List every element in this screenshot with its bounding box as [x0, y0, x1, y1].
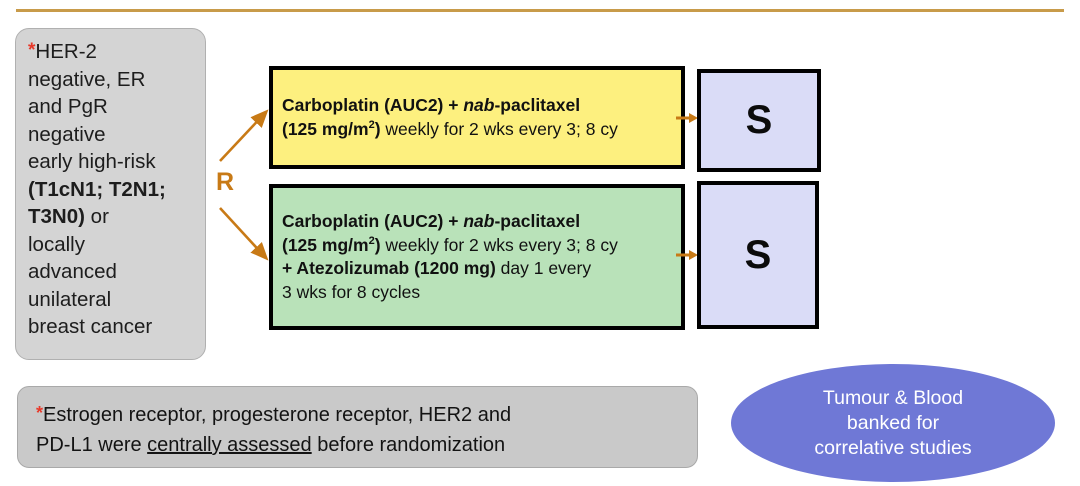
eligibility-line-5: early high-risk [28, 150, 156, 173]
arm-experimental-schedule: weekly for 2 wks every 3; 8 cy [385, 234, 618, 255]
eligibility-line-8: locally [28, 232, 85, 256]
treatment-arm-control: Carboplatin (AUC2) + nab-paclitaxel (125… [269, 66, 685, 169]
arm-control-text: Carboplatin (AUC2) + nab-paclitaxel (125… [282, 94, 618, 141]
randomization-label: R [216, 168, 235, 196]
arm-control-dose: (125 mg/m2) [282, 119, 385, 139]
footnote-line-2: PD-L1 were centrally assessed before ran… [36, 434, 505, 456]
surgery-box-control: S [697, 69, 821, 172]
footnote-line-2-post: before randomization [311, 434, 506, 456]
eligibility-stage-t3n0: T3N0) [28, 205, 85, 228]
arm-control-line-2: (125 mg/m2) weekly for 2 wks every 3; 8 … [282, 118, 618, 142]
correlative-line-3: correlative studies [814, 436, 972, 459]
eligibility-line-10: unilateral [28, 287, 112, 311]
correlative-line-1: Tumour & Blood [822, 386, 964, 409]
arm-experimental-nab-italic: nab [463, 211, 495, 231]
arm-experimental-line-3: + Atezolizumab (1200 mg) day 1 every [282, 257, 618, 281]
footnote-line-1: Estrogen receptor, progesterone receptor… [43, 404, 512, 426]
arm-experimental-line-1: Carboplatin (AUC2) + nab-paclitaxel [282, 210, 618, 234]
arm-control-schedule: weekly for 2 wks every 3; 8 cy [385, 118, 618, 139]
eligibility-asterisk: * [28, 40, 36, 61]
connector-arrow-control-to-surgery [676, 113, 698, 123]
arm-control-dose-exponent: 2 [368, 118, 375, 131]
arm-experimental-line-2: (125 mg/m2) weekly for 2 wks every 3; 8 … [282, 234, 618, 258]
arm-experimental-drug-lead: Carboplatin (AUC2) + [282, 211, 464, 231]
arm-experimental-paclitaxel: -paclitaxel [494, 211, 581, 231]
arm-experimental-text: Carboplatin (AUC2) + nab-paclitaxel (125… [282, 210, 618, 304]
eligibility-criteria-box: *HER-2 negative, ER and PgR negative ear… [15, 28, 206, 360]
surgery-label-experimental: S [744, 232, 772, 277]
eligibility-line-3: and PgR [28, 95, 108, 118]
arm-control-paclitaxel: -paclitaxel [494, 95, 581, 115]
connector-arrow-experimental-to-surgery [676, 250, 698, 260]
arm-experimental-atezo-schedule: day 1 every [500, 258, 592, 278]
footnote-box: *Estrogen receptor, progesterone recepto… [17, 386, 698, 468]
eligibility-line-4: negative [28, 122, 106, 146]
eligibility-line-1: HER-2 [35, 40, 97, 63]
arm-control-dose-value: (125 mg/m [282, 118, 369, 139]
randomization-arrows [219, 109, 269, 261]
arm-control-drug-lead: Carboplatin (AUC2) + [282, 95, 464, 115]
arm-experimental-dose-exponent: 2 [368, 234, 375, 247]
eligibility-line-6: (T1cN1; T2N1; [28, 177, 166, 201]
surgery-label-control: S [745, 98, 773, 142]
surgery-box-experimental: S [697, 181, 819, 329]
footnote-centrally-assessed: centrally assessed [147, 434, 312, 456]
treatment-arm-experimental: Carboplatin (AUC2) + nab-paclitaxel (125… [269, 184, 685, 330]
arm-control-line-1: Carboplatin (AUC2) + nab-paclitaxel [282, 94, 618, 118]
footnote-line-2-pre: PD-L1 were [36, 434, 148, 456]
arm-control-dose-close: ) [374, 118, 386, 139]
arm-experimental-line-4: 3 wks for 8 cycles [282, 281, 421, 302]
arm-experimental-dose-close: ) [374, 234, 386, 255]
correlative-studies-ellipse: Tumour & Blood banked for correlative st… [731, 364, 1055, 482]
arm-experimental-dose-value: (125 mg/m [282, 234, 369, 255]
correlative-line-2: banked for [846, 411, 940, 434]
arm-control-nab-italic: nab [463, 95, 495, 115]
eligibility-line-9: advanced [28, 260, 117, 283]
eligibility-line-11: breast cancer [28, 315, 153, 338]
eligibility-line-2: negative, ER [28, 67, 146, 91]
eligibility-line-7: T3N0) or [28, 205, 109, 228]
top-divider-rule [16, 9, 1064, 12]
arm-experimental-dose: (125 mg/m2) [282, 235, 385, 255]
arm-experimental-atezolizumab: + Atezolizumab (1200 mg) [282, 258, 501, 278]
footnote-asterisk: * [36, 403, 44, 423]
